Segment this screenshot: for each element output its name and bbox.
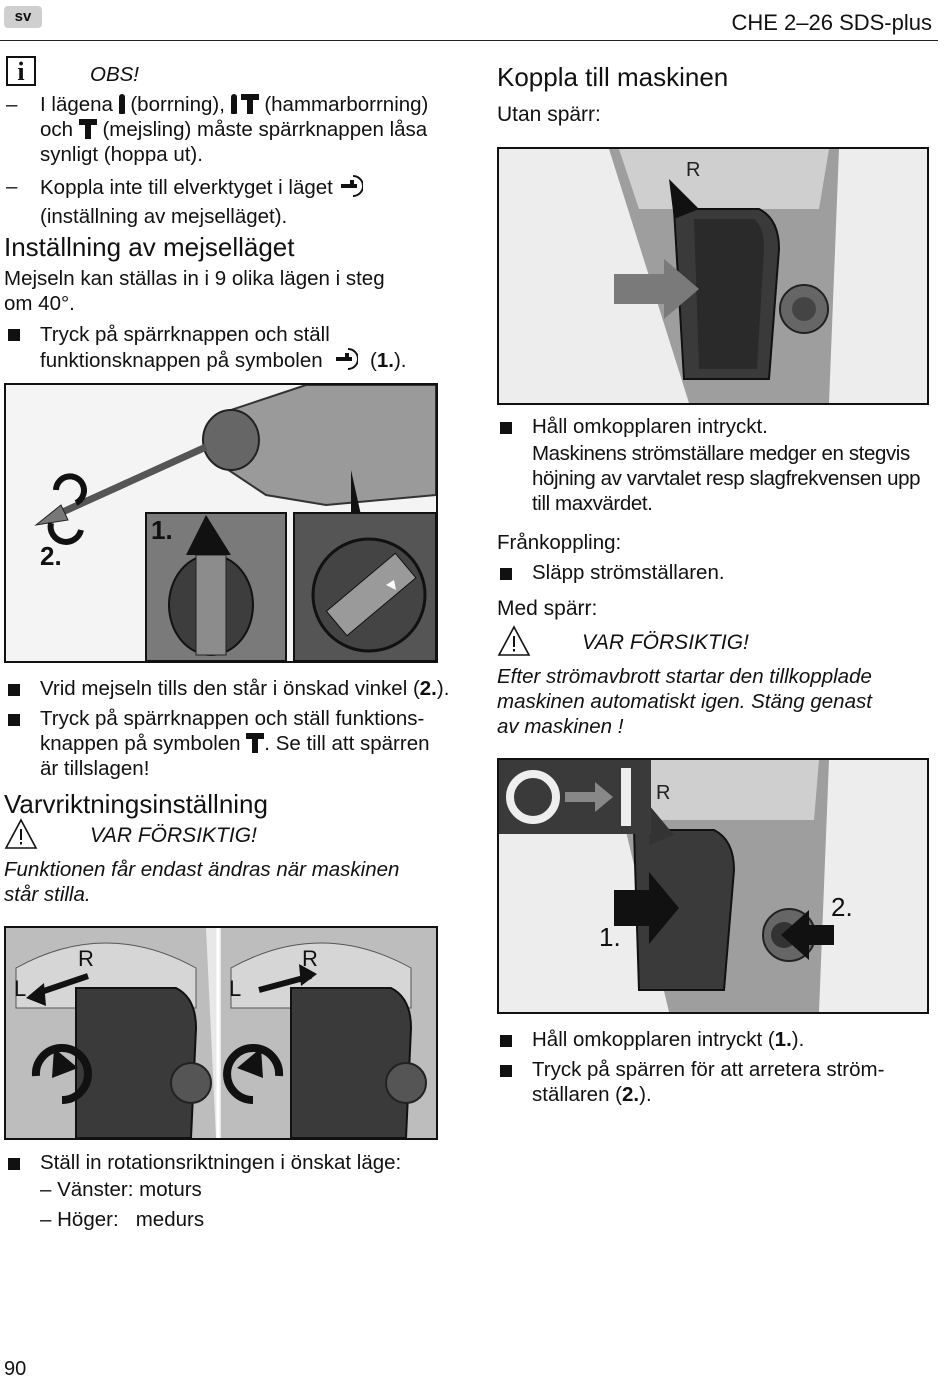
bullet xyxy=(8,328,20,346)
hold-switch-text: Maskinens strömställare medger en stegvi… xyxy=(532,442,921,515)
hammer-icon xyxy=(240,94,259,114)
with-lock-label: Med spärr: xyxy=(497,597,598,620)
step-2-label: 2. xyxy=(831,892,853,922)
rotate-chisel-bullet: Vrid mejseln tills den står i önskad vin… xyxy=(40,677,450,700)
chisel-mode-icon xyxy=(246,733,265,753)
left-label: L xyxy=(14,976,27,1001)
bullet xyxy=(8,713,20,731)
chisel-mode-icon xyxy=(78,119,97,139)
step-2-label: 2. xyxy=(40,541,62,571)
page-number: 90 xyxy=(4,1358,27,1380)
rotation-heading: Varvriktningsinställning xyxy=(4,789,268,819)
switch-on-heading: Koppla till maskinen xyxy=(497,62,729,92)
figure-trigger-without-lock: R xyxy=(497,147,929,405)
warning-icon xyxy=(497,625,531,662)
obs-title: OBS! xyxy=(90,63,139,86)
model-name: CHE 2–26 SDS-plus xyxy=(731,10,932,35)
left-label: L xyxy=(229,976,242,1001)
chisel-heading: Inställning av mejselläget xyxy=(4,232,295,262)
header-rule xyxy=(0,40,938,41)
warning-icon xyxy=(4,818,38,855)
rotation-right: – Höger: medurs xyxy=(40,1208,205,1231)
warning-text: Efter strömavbrott startar den tillkoppl… xyxy=(497,665,872,738)
rotation-bullet: Ställ in rotationsriktningen i önskat lä… xyxy=(40,1151,402,1174)
r-label: R xyxy=(656,782,671,804)
bullet xyxy=(500,1064,512,1082)
bullet xyxy=(8,1157,20,1175)
drill-mode-icon xyxy=(118,94,125,114)
hold-switch-1-bullet: Håll omkopplaren intryckt (1.). xyxy=(532,1028,805,1051)
caution-label: VAR FÖRSIKTIG! xyxy=(582,631,749,654)
info-icon: i xyxy=(6,56,36,86)
bullet xyxy=(500,1034,512,1052)
rotation-note: Funktionen får endast ändras när maskine… xyxy=(4,858,400,906)
chisel-bullet: Tryck på spärrknappen och ställ funktion… xyxy=(40,322,460,377)
rotation-left: – Vänster: moturs xyxy=(40,1178,202,1201)
language-badge: sv xyxy=(4,6,42,28)
chisel-setting-icon xyxy=(334,347,360,377)
bullet xyxy=(8,683,20,701)
right-label: R xyxy=(302,946,318,971)
hold-switch-bullet: Håll omkopplaren intryckt. xyxy=(532,415,768,438)
bullet xyxy=(500,421,512,439)
step-1-label: 1. xyxy=(599,922,621,952)
without-lock-label: Utan spärr: xyxy=(497,103,601,126)
r-label: R xyxy=(686,159,701,181)
chisel-setting-icon xyxy=(339,174,364,204)
figure-rotation-direction: L R L R xyxy=(4,926,438,1140)
right-label: R xyxy=(78,946,94,971)
lock-switch-bullet: Tryck på spärren för att arretera ström-… xyxy=(532,1058,885,1106)
obs-item-1: – xyxy=(6,93,18,116)
figure-trigger-with-lock: 1. 2. R xyxy=(497,758,929,1014)
obs-item-1-text: I lägena (borrning), (hammarborrning) oc… xyxy=(40,93,429,166)
figure-chisel-setting: 1. 2. xyxy=(4,383,438,663)
obs-item-2: – xyxy=(6,175,18,198)
chisel-text: Mejseln kan ställas in i 9 olika lägen i… xyxy=(4,267,385,315)
switch-off-label: Frånkoppling: xyxy=(497,531,622,554)
step-1-label: 1. xyxy=(151,515,173,545)
hammer-drill-mode-icon xyxy=(230,94,237,114)
obs-item-2-text: Koppla inte till elverktyget i läget (in… xyxy=(40,174,460,229)
caution-label: VAR FÖRSIKTIG! xyxy=(90,824,257,847)
bullet xyxy=(500,567,512,585)
lock-chisel-bullet: Tryck på spärrknappen och ställ funktion… xyxy=(40,707,430,780)
release-switch-bullet: Släpp strömställaren. xyxy=(532,561,725,584)
